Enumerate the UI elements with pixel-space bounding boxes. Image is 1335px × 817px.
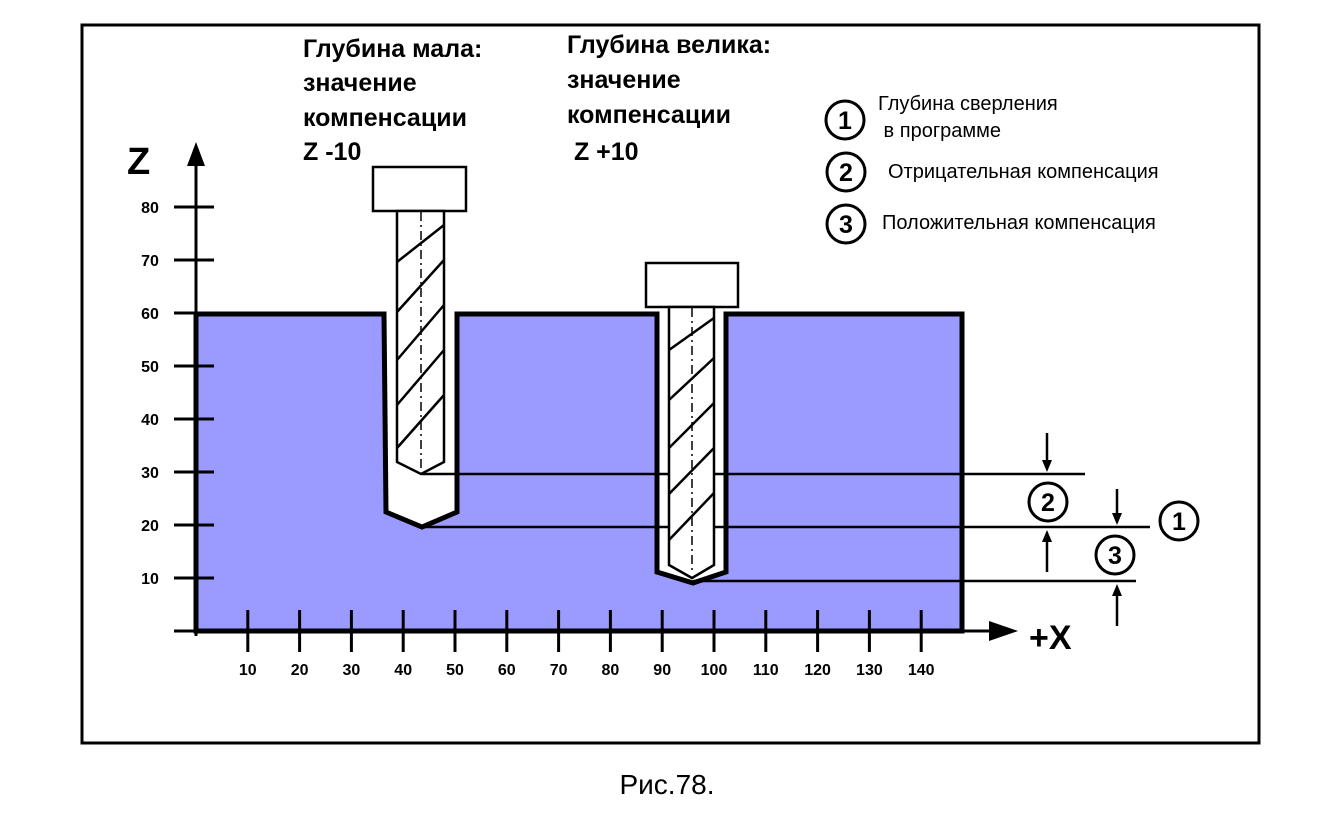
x-tick-label: 140 (908, 662, 935, 679)
legend: 1 Глубина сверления в программе 2 Отрица… (824, 93, 1159, 245)
x-tick-label: 100 (701, 662, 728, 679)
svg-text:компенсации: компенсации (303, 104, 467, 132)
x-tick-label: 30 (343, 662, 361, 679)
svg-text:Глубина велика:: Глубина велика: (567, 31, 771, 59)
legend-item-2: 2 Отрицательная компенсация (825, 151, 1159, 193)
svg-text:компенсации: компенсации (567, 101, 731, 129)
x-tick-label: 90 (653, 662, 671, 679)
z-tick-label: 50 (141, 359, 159, 376)
x-axis-arrow (989, 621, 1018, 641)
x-tick-label: 110 (753, 662, 779, 679)
svg-text:2: 2 (839, 159, 853, 187)
figure-caption: Рис.78. (619, 769, 714, 800)
x-tick-label: 50 (446, 662, 464, 679)
x-tick-label: 80 (602, 662, 620, 679)
svg-text:значение: значение (567, 66, 681, 94)
workpiece (193, 311, 965, 634)
drill-deep (644, 261, 740, 580)
z-axis-label: Z (127, 141, 150, 183)
svg-text:Z -10: Z -10 (303, 138, 361, 166)
x-axis-label: +X (1029, 619, 1072, 657)
marker-3: 3 (1094, 534, 1136, 576)
svg-text:Положительная компенсация: Положительная компенсация (882, 212, 1156, 234)
svg-text:2: 2 (1041, 489, 1055, 517)
drill-holder (371, 165, 468, 213)
svg-text:3: 3 (1108, 542, 1122, 570)
svg-text:1: 1 (838, 107, 852, 135)
drill-flutes (396, 224, 445, 449)
svg-text:значение: значение (303, 69, 417, 97)
marker-1: 1 (1158, 500, 1200, 542)
drill-flutes (668, 316, 715, 541)
svg-text:в программе: в программе (878, 120, 1001, 142)
x-tick-label: 10 (239, 662, 257, 679)
x-tick-label: 60 (498, 662, 516, 679)
x-tick-label: 20 (291, 662, 309, 679)
heading-shallow: Глубина мала: значение компенсации Z -10 (303, 35, 482, 166)
legend-item-1: 1 Глубина сверления в программе (824, 93, 1058, 142)
x-axis-ticks: 10 20 30 40 50 60 70 80 90 100 110 120 130 140 (239, 610, 935, 679)
svg-text:Отрицательная компенсация: Отрицательная компенсация (888, 161, 1159, 183)
svg-text:Глубина сверления: Глубина сверления (878, 93, 1058, 115)
x-tick-label: 40 (394, 662, 412, 679)
z-tick-label: 40 (141, 412, 159, 429)
z-tick-label: 20 (141, 518, 159, 535)
z-tick-label: 30 (141, 465, 159, 482)
z-tick-label: 60 (141, 306, 159, 323)
drill-holder (644, 261, 740, 309)
z-tick-label: 70 (141, 253, 159, 270)
x-tick-label: 70 (550, 662, 568, 679)
marker-2: 2 (1027, 481, 1069, 523)
svg-text:Z +10: Z +10 (567, 138, 639, 166)
svg-text:3: 3 (839, 211, 853, 239)
svg-text:Глубина мала:: Глубина мала: (303, 35, 482, 63)
dimension-arrows (1042, 433, 1122, 626)
legend-item-3: 3 Положительная компенсация (825, 203, 1156, 245)
drill-shallow (371, 165, 468, 476)
z-tick-label: 80 (141, 200, 159, 217)
x-tick-label: 120 (804, 662, 831, 679)
heading-deep: Глубина велика: значение компенсации Z +… (567, 31, 771, 166)
x-tick-label: 130 (856, 662, 883, 679)
z-axis-ticks: 80 70 60 50 40 30 20 10 (141, 200, 214, 588)
z-tick-label: 10 (141, 571, 159, 588)
svg-text:1: 1 (1172, 508, 1186, 536)
z-axis-arrow (187, 142, 205, 166)
